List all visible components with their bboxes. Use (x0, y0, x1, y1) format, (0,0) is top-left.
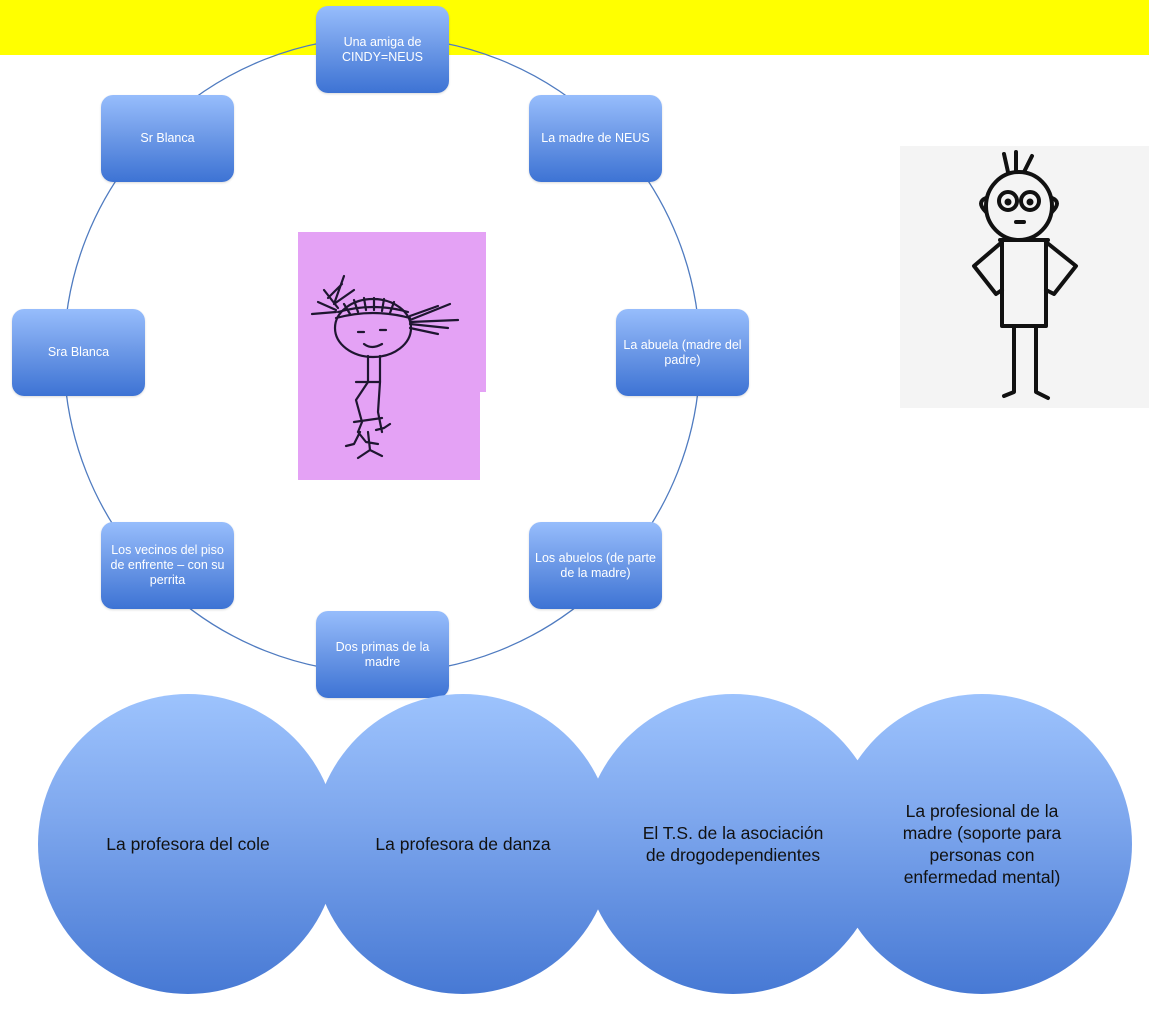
circle-label: La profesional de la madre (soporte para… (902, 801, 1062, 887)
ring-node-label: La madre de NEUS (541, 131, 650, 145)
ring-node-madre-neus: La madre de NEUS (529, 95, 662, 182)
circle-profesora-cole: La profesora del cole (38, 694, 338, 994)
ring-node-amiga: Una amiga de CINDY=NEUS (316, 6, 449, 93)
circle-profesional-madre: La profesional de la madre (soporte para… (832, 694, 1132, 994)
ring-node-label: Sr Blanca (140, 131, 195, 145)
ring-node-primas: Dos primas de la madre (316, 611, 449, 698)
ring-node-abuelos: Los abuelos (de parte de la madre) (529, 522, 662, 609)
circle-label: El T.S. de la asociación de drogodependi… (642, 823, 824, 865)
stick-figure-icon (900, 146, 1149, 408)
ring-node-label: La abuela (madre del padre) (623, 337, 742, 367)
circle-label: La profesora del cole (106, 834, 270, 854)
ring-node-sra-blanca: Sra Blanca (12, 309, 145, 396)
ring-node-vecinos: Los vecinos del piso de enfrente – con s… (101, 522, 234, 609)
ring-node-label: Los vecinos del piso de enfrente – con s… (110, 543, 225, 587)
ring-node-abuela: La abuela (madre del padre) (616, 309, 749, 396)
ring-node-label: Dos primas de la madre (335, 639, 430, 669)
ring-node-sr-blanca: Sr Blanca (101, 95, 234, 182)
ring-node-label: Los abuelos (de parte de la madre) (535, 550, 656, 580)
yellow-banner (0, 0, 1149, 55)
child-drawing-icon (298, 232, 486, 480)
circle-profesora-danza: La profesora de danza (313, 694, 613, 994)
ring-node-label: Una amiga de CINDY=NEUS (342, 34, 423, 64)
ring-node-label: Sra Blanca (47, 345, 110, 359)
circle-label: La profesora de danza (375, 834, 551, 854)
